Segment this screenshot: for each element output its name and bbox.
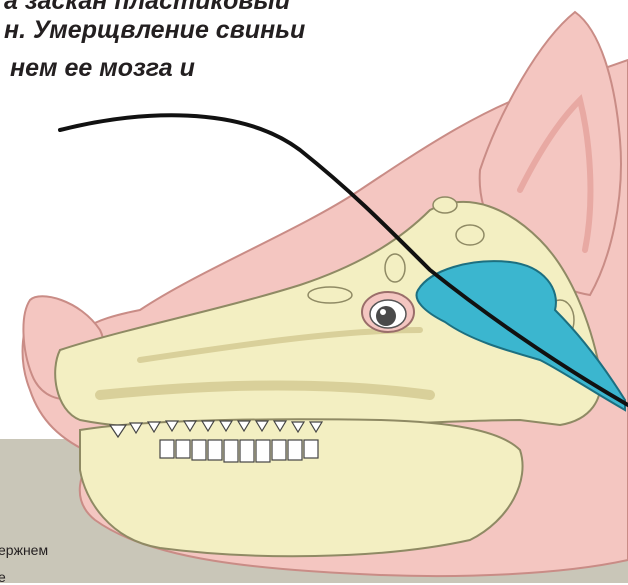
caption-line-3: нем ее мозга и [10, 53, 195, 83]
eye-icon [362, 292, 414, 332]
panel-text-line-1: ержнем [0, 542, 48, 558]
caption-line-2: н. Умерщвление свиньи [4, 15, 305, 45]
caption-line-1: а заскан пластиковый [4, 0, 290, 16]
